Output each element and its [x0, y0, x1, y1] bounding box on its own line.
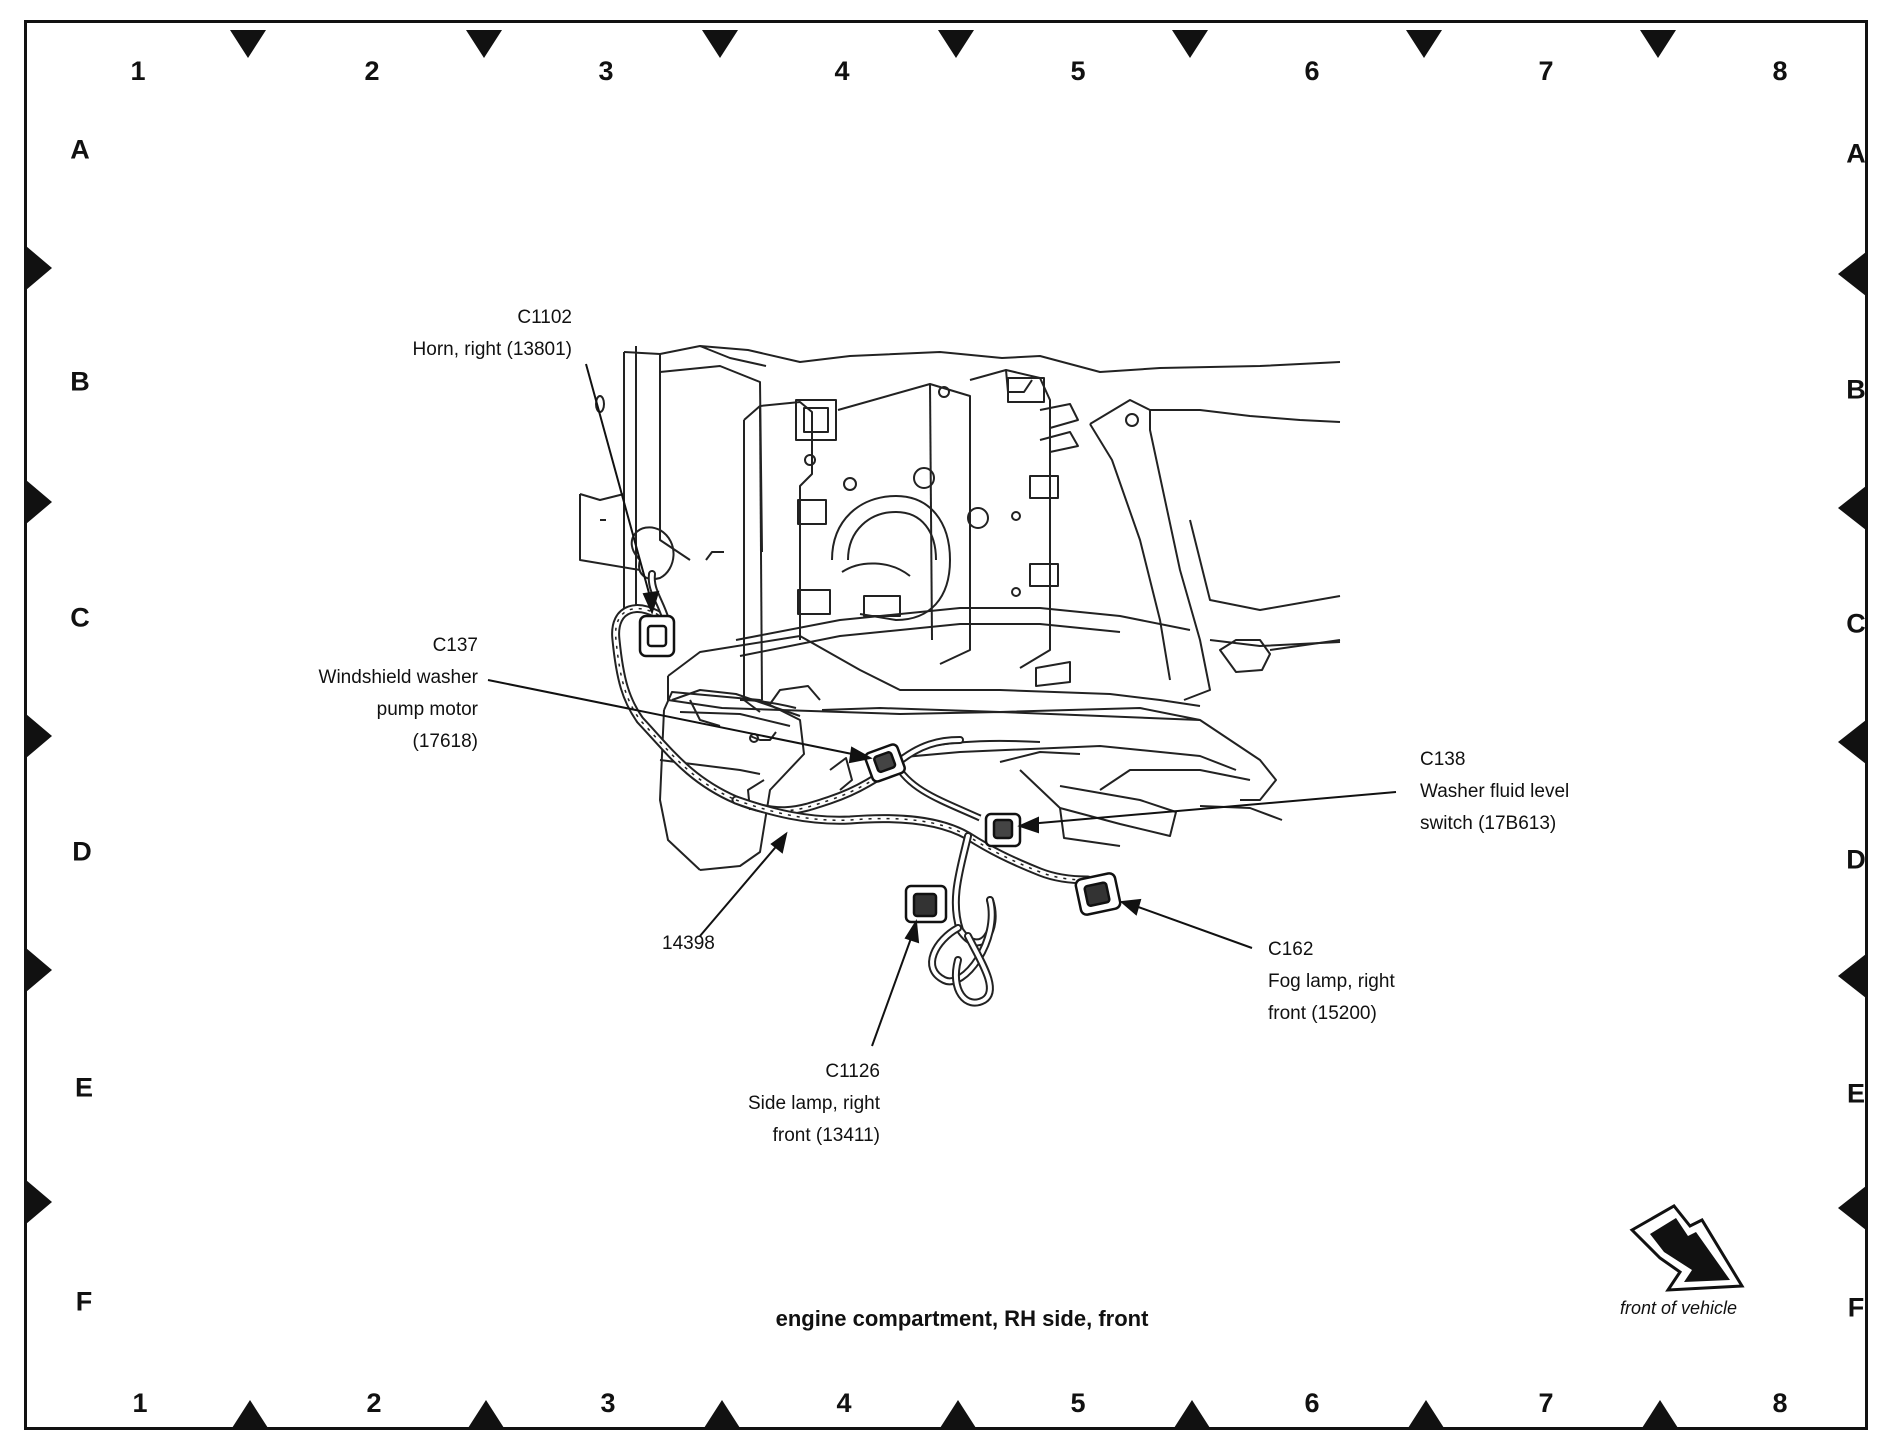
grid-col-2-bottom: 2	[366, 1388, 382, 1418]
grid-row-a-right: A	[1846, 138, 1866, 169]
grid-row-b-left: B	[70, 366, 90, 397]
radiator-support-structure	[579, 345, 1341, 871]
front-of-vehicle-arrow-icon	[1629, 1204, 1745, 1292]
grid-row-b-right: B	[1846, 374, 1866, 405]
callout-c138-line2: switch (17B613)	[1420, 813, 1557, 834]
grid-col-6-top: 6	[1304, 56, 1320, 86]
callout-leader-lines	[487, 363, 1397, 1047]
grid-col-2-top: 2	[364, 56, 380, 86]
callout-c1102-desc: Horn, right (13801)	[412, 339, 572, 360]
callout-c1126-line2: front (13411)	[772, 1125, 880, 1146]
grid-col-7-bottom: 7	[1538, 1388, 1554, 1418]
grid-col-8-bottom: 8	[1772, 1388, 1788, 1418]
callout-c137-line3: (17618)	[412, 731, 479, 752]
callout-harness-14398: 14398	[662, 928, 715, 960]
grid-col-4-top: 4	[834, 56, 850, 86]
grid-row-e-left: E	[74, 1072, 94, 1103]
callout-c1102: C1102 Horn, right (13801)	[378, 302, 572, 366]
grid-col-3-bottom: 3	[600, 1388, 616, 1418]
callout-c1126-id: C1126	[825, 1061, 880, 1082]
grid-row-f-right: F	[1847, 1292, 1865, 1323]
callout-c137-line1: Windshield washer	[318, 667, 478, 688]
grid-row-e-right: E	[1846, 1078, 1866, 1109]
grid-col-1-top: 1	[130, 56, 146, 86]
grid-col-7-top: 7	[1538, 56, 1554, 86]
diagram-frame	[24, 20, 1868, 1430]
grid-tick-markers	[26, 30, 1866, 1428]
callout-c138-line1: Washer fluid level	[1420, 781, 1570, 802]
callout-c1126: C1126 Side lamp, right front (13411)	[700, 1056, 880, 1152]
diagram-caption: engine compartment, RH side, front	[775, 1306, 1149, 1331]
grid-col-6-bottom: 6	[1304, 1388, 1320, 1418]
callout-c137: C137 Windshield washer pump motor (17618…	[276, 630, 478, 758]
grid-col-5-top: 5	[1070, 56, 1086, 86]
callout-c138-id: C138	[1420, 749, 1466, 770]
connector-c138-level-switch	[984, 812, 1022, 848]
callout-c162-line2: front (15200)	[1268, 1003, 1377, 1024]
front-of-vehicle-label: front of vehicle	[1620, 1298, 1738, 1318]
grid-row-d-left: D	[72, 836, 92, 867]
connector-c1126-side-lamp	[904, 884, 948, 924]
callout-c1126-line1: Side lamp, right	[747, 1093, 880, 1114]
callout-c162-line1: Fog lamp, right	[1268, 971, 1395, 992]
callout-c137-id: C137	[432, 635, 478, 656]
grid-row-a-left: A	[70, 134, 90, 165]
callout-c162: C162 Fog lamp, right front (15200)	[1268, 934, 1395, 1030]
grid-col-5-bottom: 5	[1070, 1388, 1086, 1418]
callout-c1102-id: C1102	[517, 307, 572, 328]
connector-c1102-horn	[638, 614, 676, 658]
connector-c137-pump	[864, 743, 906, 783]
callout-c138: C138 Washer fluid level switch (17B613)	[1420, 744, 1569, 840]
callout-harness-14398-id: 14398	[662, 933, 715, 954]
grid-row-f-left: F	[75, 1286, 93, 1317]
callout-c162-id: C162	[1268, 939, 1314, 960]
grid-row-d-right: D	[1846, 844, 1866, 875]
grid-col-3-top: 3	[598, 56, 614, 86]
grid-row-c-left: C	[70, 602, 90, 633]
grid-col-4-bottom: 4	[836, 1388, 852, 1418]
grid-row-c-right: C	[1846, 608, 1866, 639]
grid-col-8-top: 8	[1772, 56, 1788, 86]
connector-c162-fog-lamp	[1074, 872, 1122, 916]
grid-col-1-bottom: 1	[132, 1388, 148, 1418]
callout-c137-line2: pump motor	[376, 699, 478, 720]
